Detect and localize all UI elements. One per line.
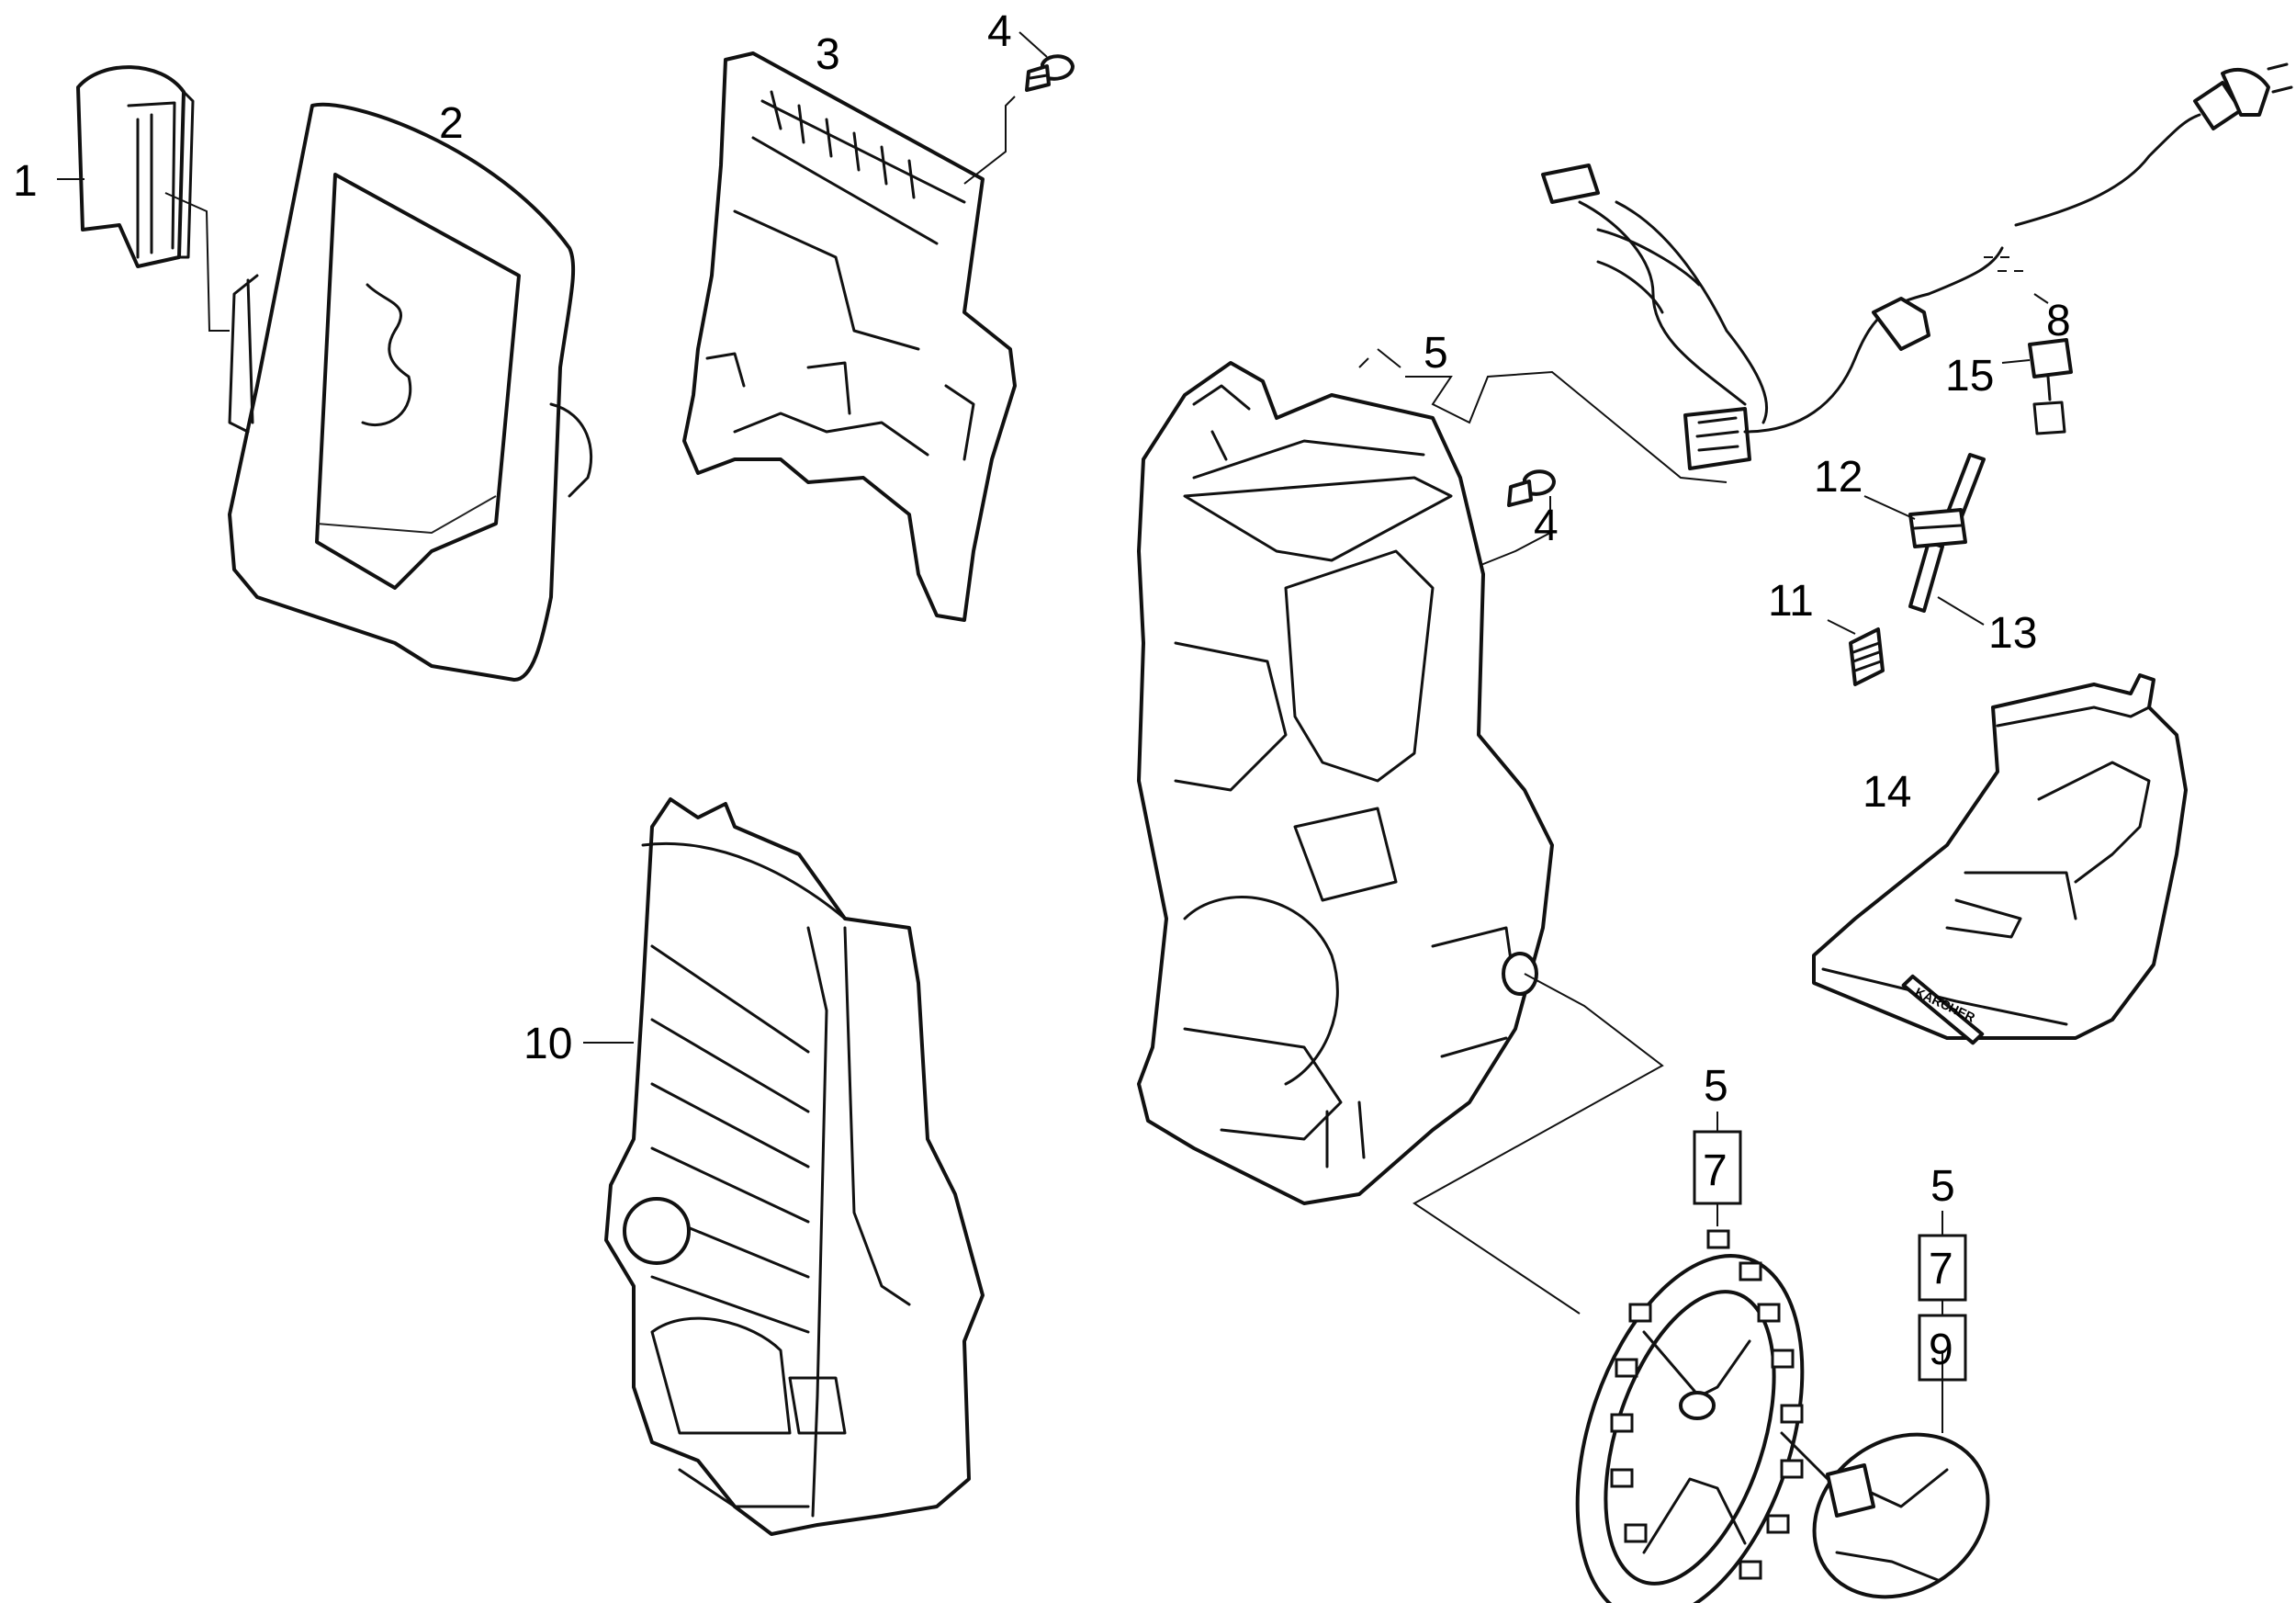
callout-8: 8 [2046,297,2071,345]
part-14-tank: KÄRCHER [1812,673,2188,1045]
callout-14: 14 [1863,768,1911,817]
part-15-valve [2028,338,2073,435]
callout-15: 15 [1945,352,1994,401]
part-13-tube [1908,453,1986,613]
callout-1: 1 [13,157,38,206]
part-12-cap [1908,508,1967,548]
callout-4-mid: 4 [1534,502,1559,550]
callout-5-cap: 5 [1930,1162,1955,1211]
callout-7-cap: 7 [1929,1245,1953,1293]
part-2-front-frame [228,102,593,682]
callout-4-top: 4 [987,7,1012,56]
part-4-screw-top [1025,54,1075,92]
part-11-filter [1849,627,1885,686]
callout-5-top: 5 [1424,329,1448,378]
leader-13 [1937,596,1985,626]
part-3-upper-housing [682,51,1017,622]
callout-3: 3 [816,30,840,79]
callout-7-wheel: 7 [1703,1146,1728,1195]
callout-5-wheel: 5 [1704,1062,1728,1111]
callout-2: 2 [439,99,464,148]
part-7-wheel [1575,1229,1805,1603]
part-10-front-cover [604,797,985,1536]
leader-8 [2033,293,2049,304]
callout-10: 10 [523,1020,572,1068]
part-4-screw-mid [1507,469,1556,507]
part-9-hubcap [1780,1431,1990,1599]
leader-4b [1469,496,1551,570]
callout-13: 13 [1988,609,2037,658]
callout-11: 11 [1768,577,1814,626]
leader-5-right [1412,973,1664,1315]
cable-break [1984,256,2025,272]
leader-4a [1019,31,1048,58]
leader-4a-down [963,96,1016,185]
leader-1b [164,192,230,332]
callout-9: 9 [1929,1326,1953,1374]
callout-12: 12 [1814,453,1863,502]
leader-15 [2001,359,2031,364]
part-5-main-housing [1137,361,1554,1205]
leader-12 [1863,495,1916,520]
part-8-cable [1541,62,2293,470]
leader-11 [1827,619,1856,635]
part-1-clip [76,65,195,268]
leader-5-top [1358,348,1728,483]
